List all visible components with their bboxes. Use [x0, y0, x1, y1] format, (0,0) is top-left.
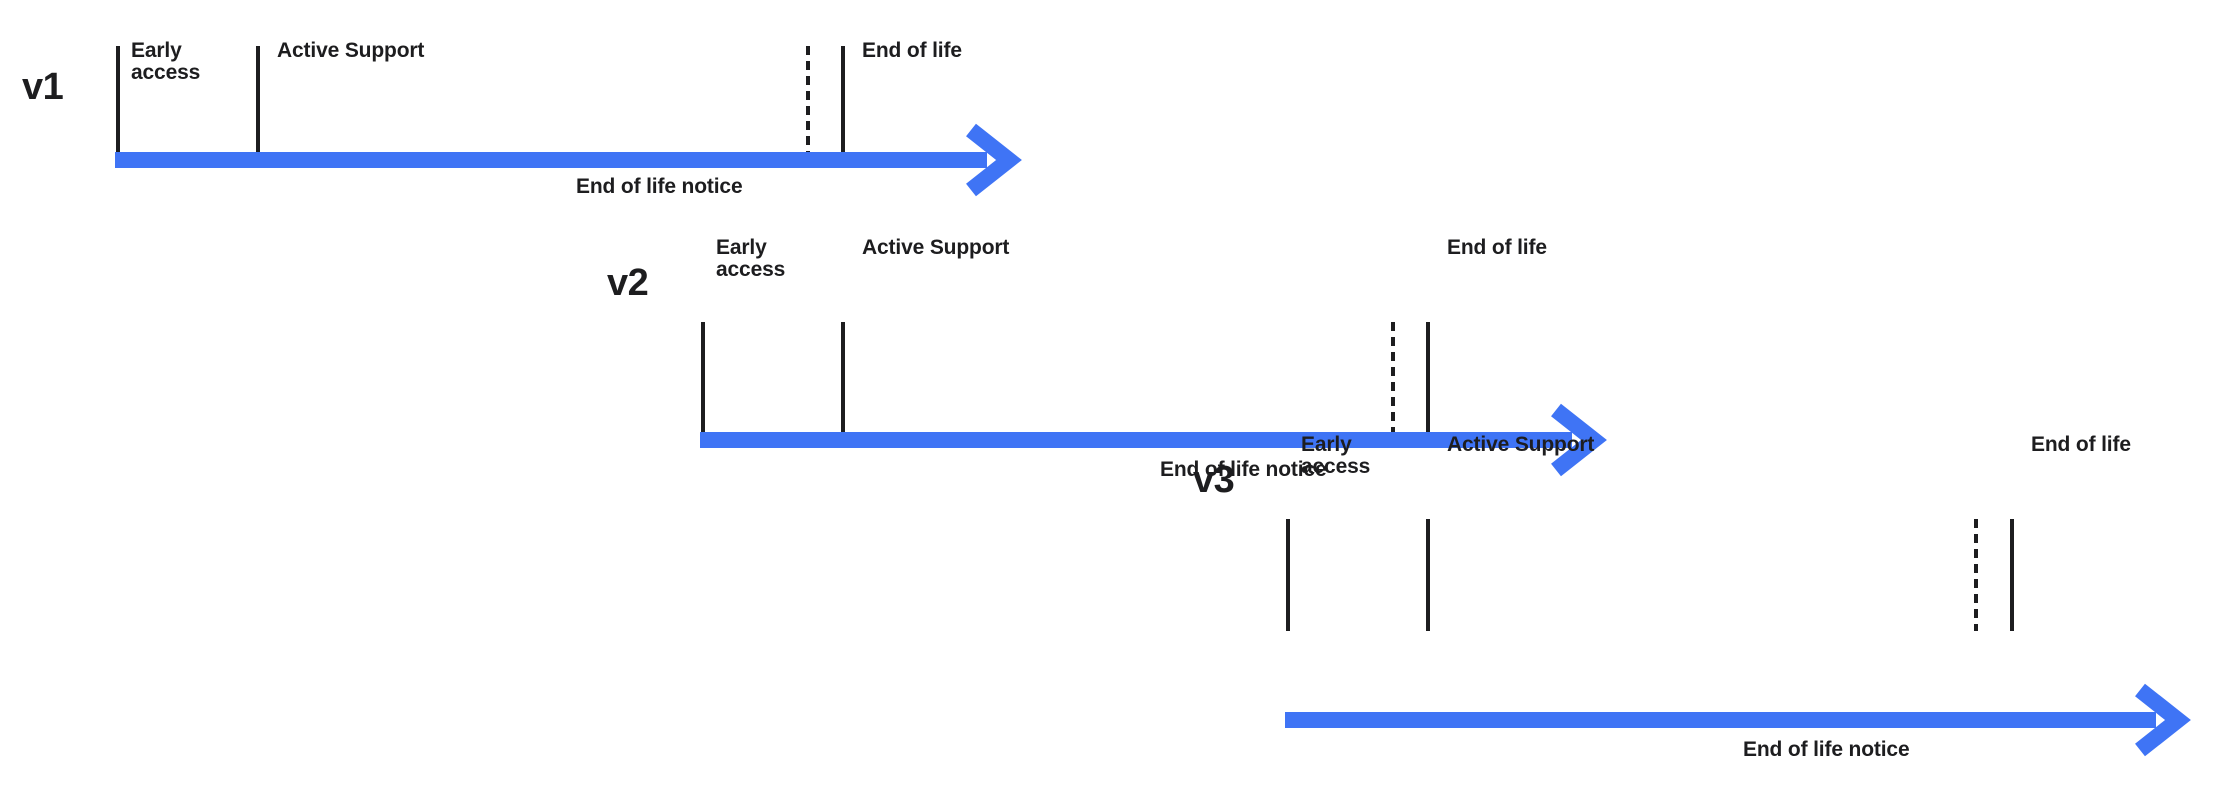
phase-divider-early-access [116, 46, 120, 152]
timeline-arrow-v3 [1285, 683, 2191, 757]
arrow-head [1551, 403, 1607, 477]
phase-divider-active-support [1426, 519, 1430, 631]
phase-label-active-support: Active Support [277, 39, 425, 62]
phase-label-end-of-life: End of life [862, 39, 962, 62]
phase-divider-eol-notice-start [1391, 322, 1395, 432]
arrow-shaft [700, 432, 1572, 448]
phase-divider-active-support [256, 46, 260, 152]
phase-divider-end-of-life [1426, 322, 1430, 432]
version-label-v3: v3 [1193, 459, 1235, 501]
end-of-life-notice-label: End of life notice [1743, 738, 1910, 761]
timeline-arrow-v1 [115, 123, 1022, 197]
phase-divider-early-access [701, 322, 705, 432]
arrow-shaft [115, 152, 987, 168]
phase-divider-end-of-life [841, 46, 845, 152]
phase-divider-end-of-life [2010, 519, 2014, 631]
phase-divider-eol-notice-start [806, 46, 810, 152]
arrow-head [966, 123, 1022, 197]
arrow-shaft [1285, 712, 2156, 728]
phase-label-early-access: Early access [1301, 433, 1371, 479]
phase-divider-early-access [1286, 519, 1290, 631]
end-of-life-notice-label: End of life notice [576, 175, 743, 198]
phase-label-end-of-life: End of life [2031, 433, 2131, 456]
phase-label-early-access: Early access [716, 236, 786, 282]
phase-label-active-support: Active Support [1447, 433, 1595, 456]
phase-label-early-access: Early access [131, 39, 201, 85]
phase-label-active-support: Active Support [862, 236, 1010, 259]
version-label-v2: v2 [607, 262, 649, 304]
arrow-head [2135, 683, 2191, 757]
end-of-life-notice-label: End of life notice [1160, 458, 1327, 481]
phase-divider-eol-notice-start [1974, 519, 1978, 631]
phase-divider-active-support [841, 322, 845, 432]
timeline-arrow-v2 [700, 403, 1607, 477]
version-label-v1: v1 [22, 66, 64, 108]
phase-label-end-of-life: End of life [1447, 236, 1547, 259]
